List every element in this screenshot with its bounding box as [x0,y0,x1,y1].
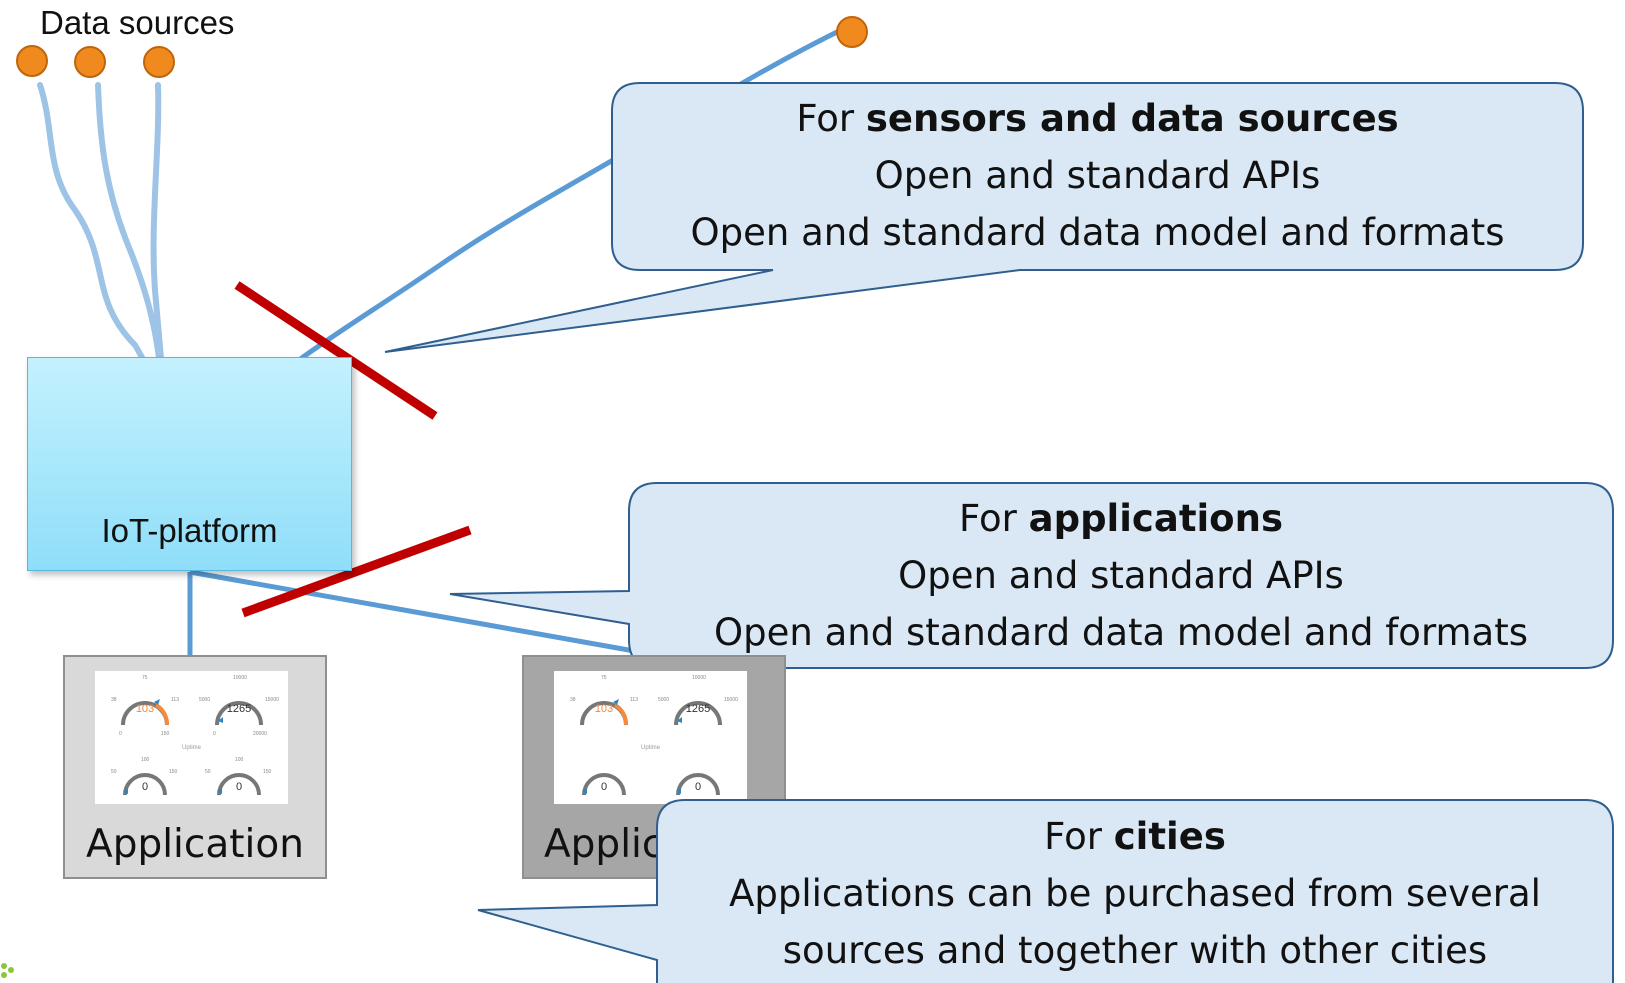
gauge: 0 100 50 150 [97,755,193,821]
gauge-tick: 0 [119,731,122,737]
gauge-tick: 150 [169,769,178,775]
gauge-value: 1265 [226,703,252,715]
callout-cities: For cities Applications can be purchased… [657,818,1613,969]
uptime-label: Uptime [181,745,201,751]
callout-applications: For applications Open and standard APIs … [629,500,1613,651]
gauge: 0 100 50 150 [191,755,287,821]
callout-sensors-heading: For sensors and data sources [612,100,1583,137]
callout-cities-line2: Applications can be purchased from sever… [729,872,1541,915]
source-nodes [16,16,868,78]
gauge-tick: 5000 [658,697,670,703]
callout-sensors-line2: Open and standard APIs [874,154,1321,197]
gauge: 103 75 38 113 [556,675,652,741]
callout-applications-line2: Open and standard APIs [898,554,1344,597]
gauge-tick: 100 [235,757,244,763]
callout-applications-bold: applications [1028,497,1283,540]
gauge: 1265 10000 5000 15000 [650,675,746,741]
data-sources-label: Data sources [40,4,235,41]
gauge-tick: 5000 [199,697,211,703]
gauge-value: 1265 [685,703,711,715]
source-node-1 [16,45,48,77]
gauge-tick: 113 [171,697,179,703]
gauge-tick: 15000 [724,697,738,703]
source-node-remote [836,16,868,48]
gauge-value: 0 [600,781,608,793]
gauge-tick: 10000 [692,675,706,681]
callout-sensors-bubble [384,82,1584,353]
callout-sensors-line3: Open and standard data model and formats [690,211,1505,254]
gauge-tick: 38 [570,697,576,703]
application-label: Application [86,822,304,867]
source-node-2 [74,46,106,78]
callout-sensors-bold: sensors and data sources [865,97,1399,140]
dashboard-thumbnail: 103 75 38 113 0 150 1265 10000 5000 1500… [95,671,288,804]
platform-to-app2-link [189,569,641,655]
gauge-tick: 150 [263,769,272,775]
blocked-cross-sensors [234,281,438,420]
gauge-tick: 38 [111,697,117,703]
gauge-value: 0 [694,781,702,793]
gauge-value: 0 [235,781,243,793]
callout-prefix: For [1044,815,1114,858]
gauge-tick: 150 [161,731,170,737]
iot-platform-box[interactable]: IoT-platform [27,357,352,571]
callout-prefix: For [796,97,866,140]
gauge-value: 103 [135,703,155,715]
application-box-1[interactable]: 103 75 38 113 0 150 1265 10000 5000 1500… [63,655,327,879]
gauge: 0 [650,755,746,821]
callout-prefix: For [959,497,1029,540]
dashboard-thumbnail: 103 75 38 113 1265 10000 5000 15000 Upti… [554,671,747,804]
callout-cities-bubble [477,799,1614,983]
callout-cities-line3: sources and together with other cities [782,929,1488,972]
gauge-tick: 15000 [265,697,279,703]
callout-cities-heading: For cities [657,818,1613,855]
gauge-tick: 10000 [233,675,247,681]
application-label-truncated: Applic [544,822,664,867]
gauge-tick: 0 [213,731,216,737]
gauge-tick: 50 [205,769,211,775]
source-node-3 [143,46,175,78]
gauge: 103 75 38 113 0 150 [97,675,193,741]
uptime-label: Uptime [640,745,660,751]
callout-applications-line3: Open and standard data model and formats [714,611,1528,654]
gauge-value: 103 [594,703,614,715]
gauge: 0 [556,755,652,821]
callout-applications-heading: For applications [629,500,1613,537]
iot-platform-label: IoT-platform [101,512,278,549]
gauge-value: 0 [141,781,149,793]
gauge-tick: 75 [142,675,148,681]
gauge-tick: 20000 [253,731,267,737]
logo-fragment-icon [1,963,14,978]
callout-cities-bold: cities [1113,815,1226,858]
callout-sensors: For sensors and data sources Open and st… [612,100,1583,251]
blocked-cross-applications [241,525,472,618]
gauge-tick: 100 [141,757,150,763]
gauge-tick: 50 [111,769,117,775]
gauge-tick: 75 [601,675,607,681]
gauge: 1265 10000 5000 15000 0 20000 [191,675,287,741]
gauge-tick: 113 [630,697,638,703]
